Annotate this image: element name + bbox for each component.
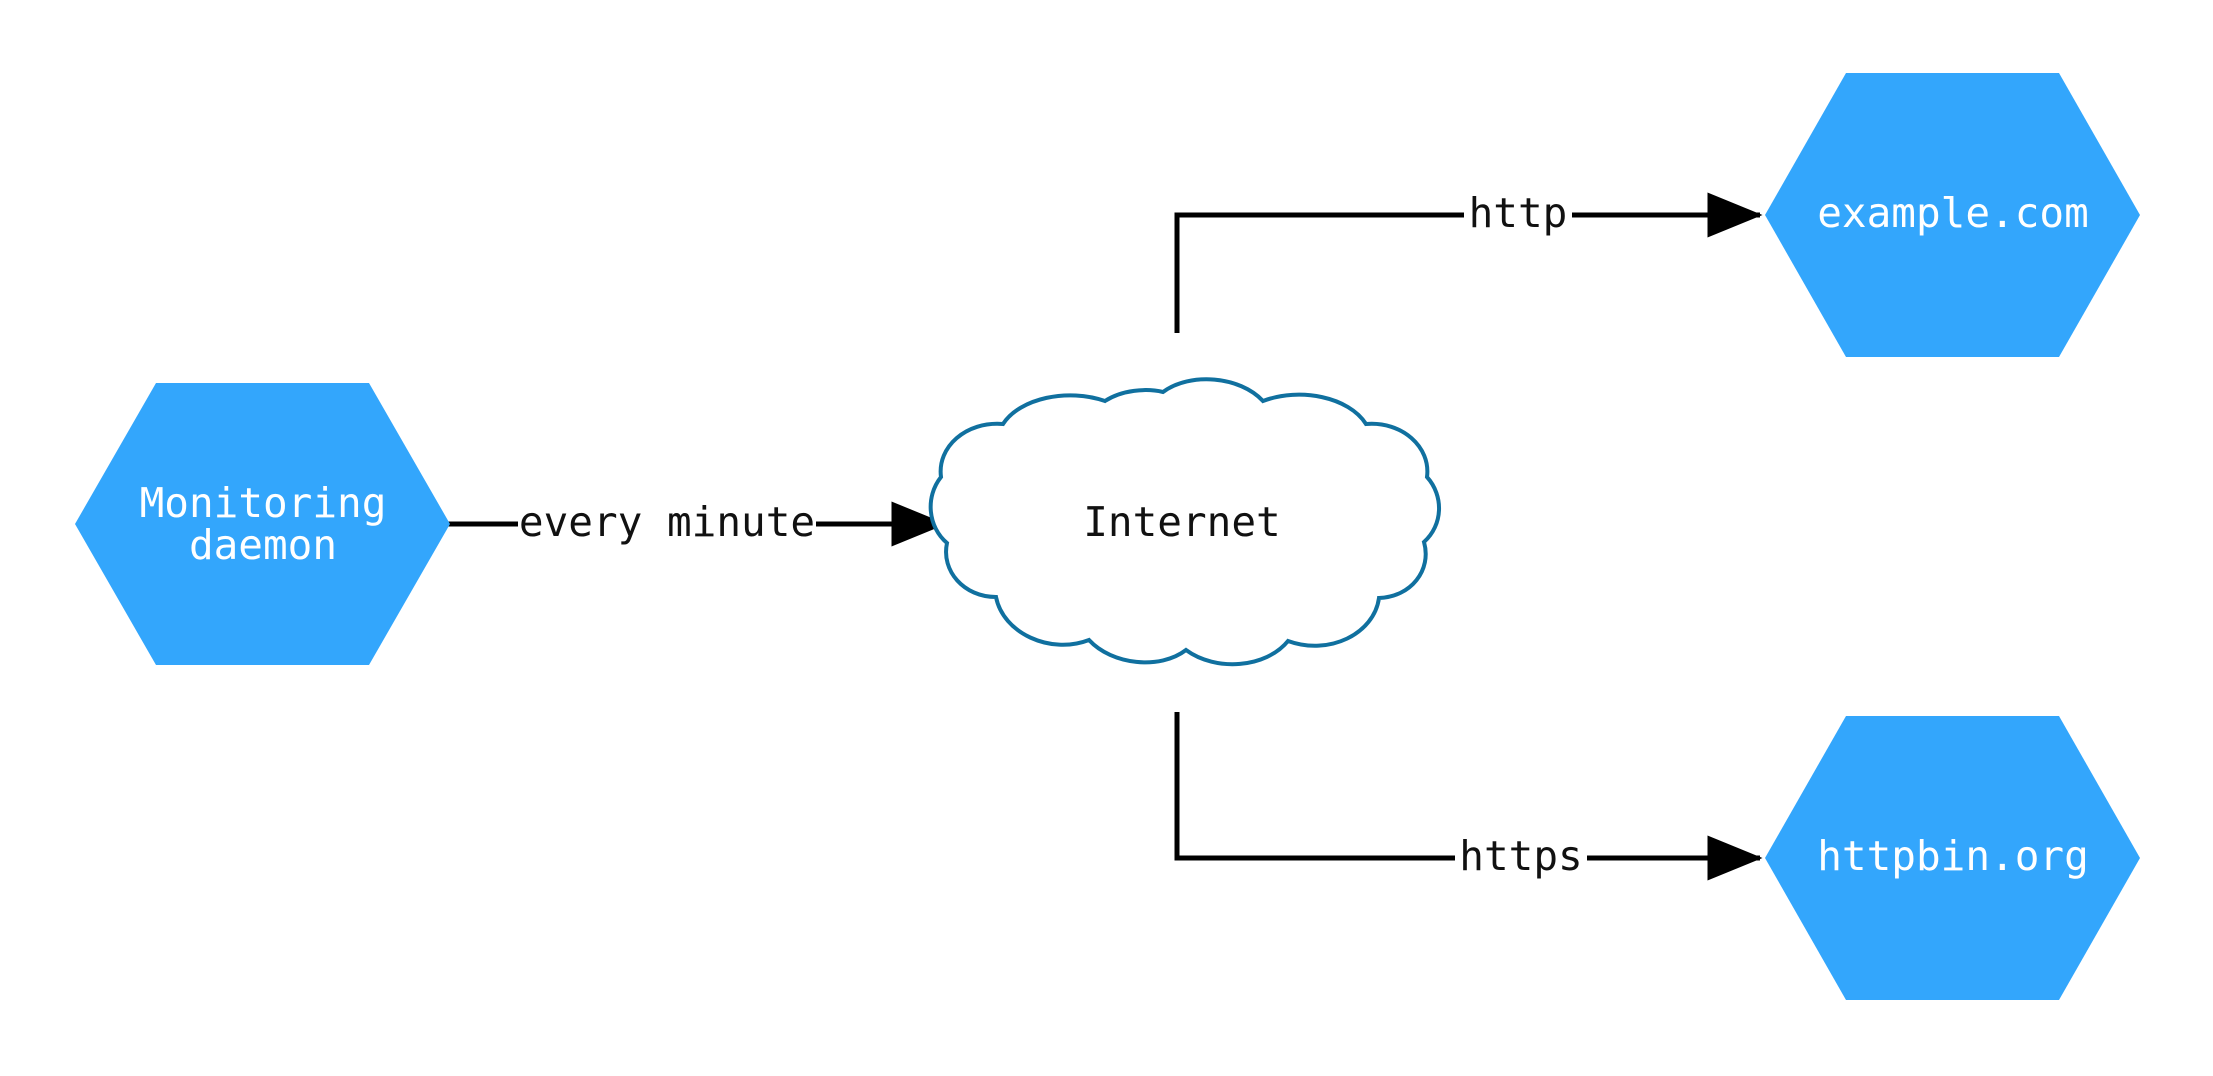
node-internet[interactable]: Internet <box>928 377 1441 667</box>
example-com-hexagon-shape <box>1765 73 2140 357</box>
edge-label-http: http <box>1469 189 1568 237</box>
edge-internet-to-httpbin: https <box>1174 712 1763 882</box>
node-httpbin-org[interactable]: httpbin.org <box>1765 716 2140 1000</box>
monitoring-daemon-label-line1: Monitoring <box>140 479 387 527</box>
node-example-com[interactable]: example.com <box>1765 73 2140 357</box>
edge-internet-to-example: http <box>1174 189 1763 333</box>
edge-label-backdrop-https <box>1455 834 1587 882</box>
node-monitoring-daemon[interactable]: Monitoring daemon <box>75 383 450 665</box>
edge-label-backdrop-http <box>1464 191 1572 239</box>
edge-label-https: https <box>1459 832 1582 880</box>
internet-cloud-shape <box>928 377 1441 667</box>
edge-daemon-to-internet: every minute <box>448 498 947 548</box>
monitoring-daemon-label-line2: daemon <box>189 521 337 569</box>
example-com-label: example.com <box>1817 189 2089 237</box>
monitoring-daemon-hexagon-shape <box>75 383 450 665</box>
internet-label: Internet <box>1083 498 1280 546</box>
httpbin-org-hexagon-shape <box>1765 716 2140 1000</box>
httpbin-org-label: httpbin.org <box>1817 832 2089 880</box>
edge-label-every-minute: every minute <box>519 498 815 546</box>
edge-label-backdrop-every-minute <box>518 500 816 548</box>
